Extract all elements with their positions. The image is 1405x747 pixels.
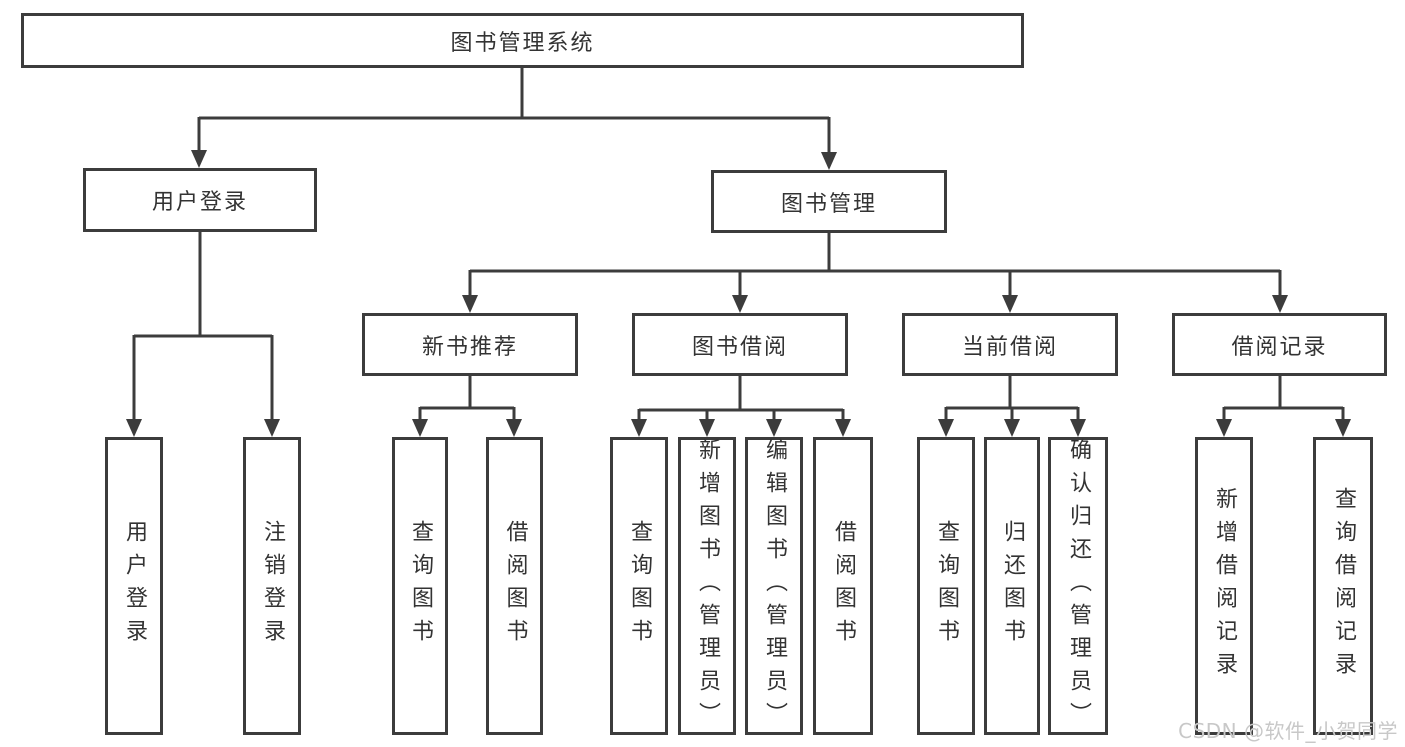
node-current-borrowing: 当前借阅 [902,313,1118,376]
arrowheads-level3 [462,295,1288,313]
arrowheads-current-borrow-children [938,419,1086,437]
leaf-borrowing-query-label: 查询图书 [627,520,652,652]
connector-user-login-children [132,232,274,421]
leaf-record-query-label: 查询借阅记录 [1331,487,1356,685]
node-new-book-recommend-label: 新书推荐 [421,334,518,360]
leaf-borrowing-edit-admin: 编辑图书（管理员） [745,437,803,735]
node-book-borrowing: 图书借阅 [632,313,848,376]
arrowheads-user-login-children [126,419,280,437]
node-root-system: 图书管理系统 [21,13,1024,68]
connector-current-borrow-children [944,376,1080,421]
arrowheads-new-book-children [412,419,522,437]
leaf-record-add-label: 新增借阅记录 [1212,487,1237,685]
leaf-record-add: 新增借阅记录 [1195,437,1253,735]
leaf-current-return-label: 归还图书 [1000,520,1025,652]
node-user-login: 用户登录 [83,168,317,232]
leaf-current-return: 归还图书 [984,437,1040,735]
leaf-newbook-borrow: 借阅图书 [486,437,543,735]
arrowheads-book-borrow-children [631,419,851,437]
node-current-borrowing-label: 当前借阅 [961,334,1058,360]
leaf-newbook-query-label: 查询图书 [408,520,433,652]
csdn-watermark: CSDN @软件_小贺同学 [1178,719,1398,743]
leaf-logout: 注销登录 [243,437,301,735]
leaf-record-query: 查询借阅记录 [1313,437,1373,735]
leaf-current-confirm-admin: 确认归还（管理员） [1048,437,1108,735]
leaf-borrowing-add-admin: 新增图书（管理员） [678,437,736,735]
leaf-borrowing-borrow-label: 借阅图书 [831,520,856,652]
node-borrow-records: 借阅记录 [1172,313,1387,376]
leaf-borrowing-edit-admin-label: 编辑图书（管理员） [762,437,787,735]
leaf-current-query: 查询图书 [917,437,975,735]
node-user-login-label: 用户登录 [151,190,248,215]
node-book-management-label: 图书管理 [780,191,877,217]
leaf-newbook-query: 查询图书 [392,437,448,735]
leaf-newbook-borrow-label: 借阅图书 [502,520,528,652]
leaf-borrowing-query: 查询图书 [610,437,668,735]
leaf-borrowing-add-admin-label: 新增图书（管理员） [695,437,720,735]
node-book-management: 图书管理 [711,170,947,233]
leaf-borrowing-borrow: 借阅图书 [813,437,873,735]
node-book-borrowing-label: 图书借阅 [691,334,788,360]
connector-root-to-level2 [197,68,831,154]
leaf-user-login-label: 用户登录 [122,520,147,652]
leaf-logout-label: 注销登录 [260,520,285,652]
arrowheads-borrow-record-children [1216,419,1351,437]
leaf-user-login: 用户登录 [105,437,163,735]
leaf-current-query-label: 查询图书 [934,520,959,652]
node-borrow-records-label: 借阅记录 [1231,334,1328,360]
connector-new-book-children [418,376,516,421]
connector-borrow-record-children [1222,376,1345,421]
node-new-book-recommend: 新书推荐 [362,313,578,376]
node-root-label: 图书管理系统 [450,30,595,56]
arrowheads-level2 [191,150,837,170]
connector-book-mgmt-to-level3 [468,233,1282,297]
leaf-current-confirm-admin-label: 确认归还（管理员） [1066,437,1091,735]
connector-book-borrow-children [637,376,845,421]
